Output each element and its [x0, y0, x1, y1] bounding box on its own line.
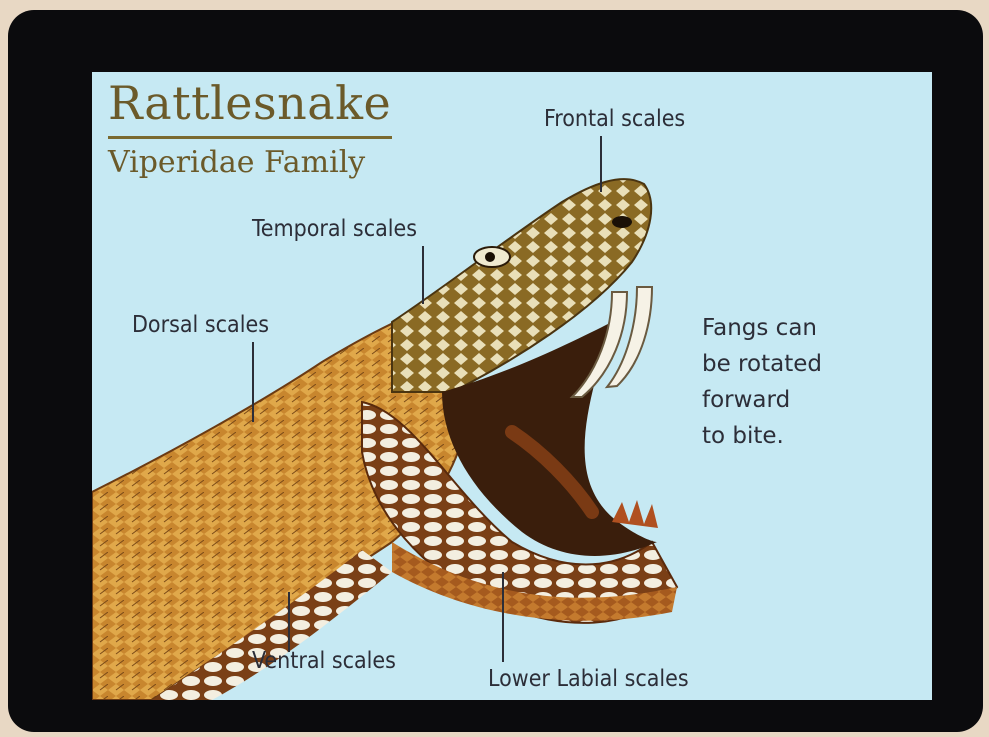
label-frontal-scales: Frontal scales — [544, 108, 685, 131]
leader-line-dorsal — [252, 342, 254, 422]
screen: Rattlesnake Viperidae Family Frontal sca… — [92, 72, 932, 700]
title-divider — [108, 136, 392, 139]
fang-note: Fangs can be rotated forward to bite. — [702, 310, 872, 454]
label-dorsal-scales: Dorsal scales — [132, 314, 269, 337]
monitor-bezel: Rattlesnake Viperidae Family Frontal sca… — [8, 10, 983, 732]
page-title: Rattlesnake — [108, 80, 391, 126]
fang-note-line: forward — [702, 382, 872, 418]
fang-note-line: Fangs can — [702, 310, 872, 346]
page-subtitle: Viperidae Family — [108, 148, 365, 178]
leader-line-ventral — [288, 592, 290, 652]
label-temporal-scales: Temporal scales — [252, 218, 417, 241]
fang-note-line: to bite. — [702, 418, 872, 454]
label-lower-labial-scales: Lower Labial scales — [488, 668, 689, 691]
fang-note-line: be rotated — [702, 346, 872, 382]
leader-line-frontal — [600, 136, 602, 192]
leader-line-temporal — [422, 246, 424, 304]
label-ventral-scales: Ventral scales — [252, 650, 396, 673]
leader-line-lower-labial — [502, 572, 504, 662]
